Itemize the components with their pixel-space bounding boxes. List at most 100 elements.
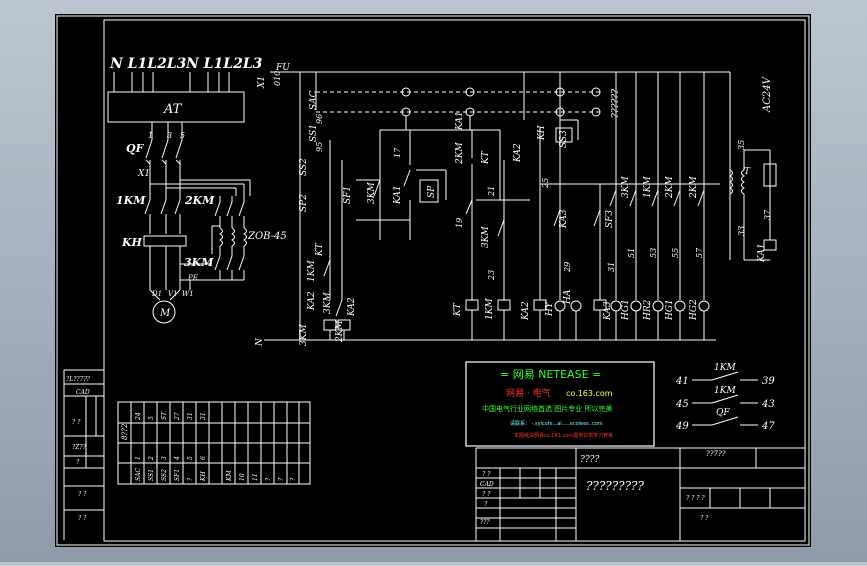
coil-label: HA xyxy=(563,289,573,305)
contact-label: 1KM xyxy=(643,176,653,198)
title-qq: ? ? xyxy=(482,491,491,498)
strip-a1: ? xyxy=(76,459,80,466)
coil-label: KA2 xyxy=(521,301,531,321)
wire-number: 25 xyxy=(541,178,550,189)
contact-label: KA1 xyxy=(455,111,465,131)
sp2-label: SP2 xyxy=(299,194,309,212)
title-grid-mark: ? ? xyxy=(700,515,709,522)
wire-number: 37 xyxy=(763,209,772,220)
legend-right-number: 47 xyxy=(761,421,775,432)
coil-labels: KT 1KM KA2 HY HA KA3 HG1 HR2 HG1 HG2 KA1 xyxy=(453,243,767,321)
contact-label: 3KM xyxy=(323,292,333,314)
coil-label: KA3 xyxy=(603,301,613,321)
x1-control-label: X1 xyxy=(257,76,267,89)
title-grid-mark: ? ? xyxy=(482,471,491,478)
wire-number: 57 xyxy=(695,247,704,258)
table-header-cell: 8??2 xyxy=(121,423,129,440)
unknown-marks: ?????? xyxy=(611,89,621,118)
at-box xyxy=(107,91,245,123)
bus-label-right: N L1L2L3 xyxy=(185,56,263,72)
motor-label: M xyxy=(159,308,171,319)
table-cell: SS2 xyxy=(161,469,168,481)
n-label: N xyxy=(255,337,265,347)
qf-label: QF xyxy=(126,142,145,155)
strip-bottom-1: ? ? xyxy=(78,491,87,498)
logo-line1: 中国电气行业网络首选 图片专业 所以完美 xyxy=(482,404,612,413)
table-cell: 24 xyxy=(135,412,142,421)
contact-label: KH xyxy=(537,125,547,141)
legend-left-number: 49 xyxy=(675,421,689,432)
drawing-title: ????????? xyxy=(586,479,644,493)
ss2-label: SS2 xyxy=(299,158,309,176)
wire-number: 35 xyxy=(737,140,746,150)
title-block-grid xyxy=(475,447,805,541)
contact-label: 3KM xyxy=(621,176,631,198)
title-small: ? xyxy=(484,501,488,508)
wire-number: 51 xyxy=(627,248,636,258)
contact-label: 2KM xyxy=(665,176,675,199)
terminal-number: 1 xyxy=(148,131,153,140)
contact-label: 2KM xyxy=(335,320,345,343)
contact-label: SS3 xyxy=(559,130,569,148)
legend-contact-label: 1KM xyxy=(714,363,736,373)
table-cell: 10 xyxy=(239,473,246,481)
selector-dashes xyxy=(316,91,600,113)
table-cell: 2 xyxy=(148,456,155,461)
strip-top-label: ?L??7?? xyxy=(66,376,91,383)
coil-label: HR2 xyxy=(643,299,653,321)
contact-label: 2KM xyxy=(689,176,699,199)
control-rails xyxy=(264,71,731,341)
motor-terminal: W1 xyxy=(182,290,194,298)
coil-label: HG1 xyxy=(665,299,675,321)
contact-label: 2KM xyxy=(455,142,465,165)
wire-number: 33 xyxy=(737,226,746,236)
coil-label: HY xyxy=(545,301,555,317)
legend-left-number: 45 xyxy=(675,399,689,410)
sheet-background xyxy=(55,14,811,547)
contact-label: 3KM xyxy=(367,182,377,204)
wire-number: 19 xyxy=(455,218,464,228)
kh-label: KH xyxy=(121,236,143,249)
logo-subtitle-left: 网易 · 电气 xyxy=(506,387,551,399)
coil-label: HG2 xyxy=(689,299,699,321)
contact-label: KA2 xyxy=(307,291,317,311)
contact-label: 3KM xyxy=(481,226,491,248)
wire-number: 21 xyxy=(487,186,496,197)
table-cell: 11 xyxy=(252,473,259,481)
coil-label: 1KM xyxy=(485,298,495,320)
title-q3: ??? xyxy=(480,519,490,526)
legend-right-number: 43 xyxy=(761,399,775,410)
contact-label: SF1 xyxy=(343,186,353,204)
km3-label: 3KM xyxy=(184,256,214,269)
table-cell: SS1 xyxy=(148,469,155,481)
table-cell: SF1 xyxy=(174,469,181,481)
table-cell: ST xyxy=(161,411,168,420)
legend-left-number: 41 xyxy=(675,376,689,387)
wire-number: 17 xyxy=(393,147,402,158)
title-grid-mark: ? ? ? ? xyxy=(686,495,705,502)
zob-label: ZOB-45 xyxy=(247,231,287,242)
contact-label: SP xyxy=(427,185,437,198)
table-cell: 5 xyxy=(148,416,155,420)
table-cells: SAC SS1 SS2 SF1 ? KH 1 2 3 4 5 6 24 5 ST… xyxy=(135,411,297,482)
table-cell: ? xyxy=(265,477,272,481)
table-cell: 1 xyxy=(135,456,142,460)
ac24v-label: AC24V xyxy=(762,75,773,113)
title-cad: CAD xyxy=(480,481,494,488)
power-wiring xyxy=(143,178,251,301)
title-top-right: ??7?? xyxy=(706,450,726,458)
table-cell: ? xyxy=(278,477,285,481)
wire-010: 010 xyxy=(273,71,282,86)
wire-number: 31 xyxy=(607,262,616,272)
motor-terminal: V1 xyxy=(168,290,178,298)
bus-lines xyxy=(113,72,230,92)
table-cell: KM xyxy=(226,470,233,482)
km1-label: 1KM xyxy=(116,194,146,207)
logo-line3: 本图纸由网易co.163.com提供仅供学习参考 xyxy=(514,432,613,439)
contact-label: 3KM xyxy=(299,324,309,346)
title-code: ???? xyxy=(580,455,599,465)
legend-contact-label: 1KM xyxy=(714,386,736,396)
fu-label: FU xyxy=(275,63,290,73)
